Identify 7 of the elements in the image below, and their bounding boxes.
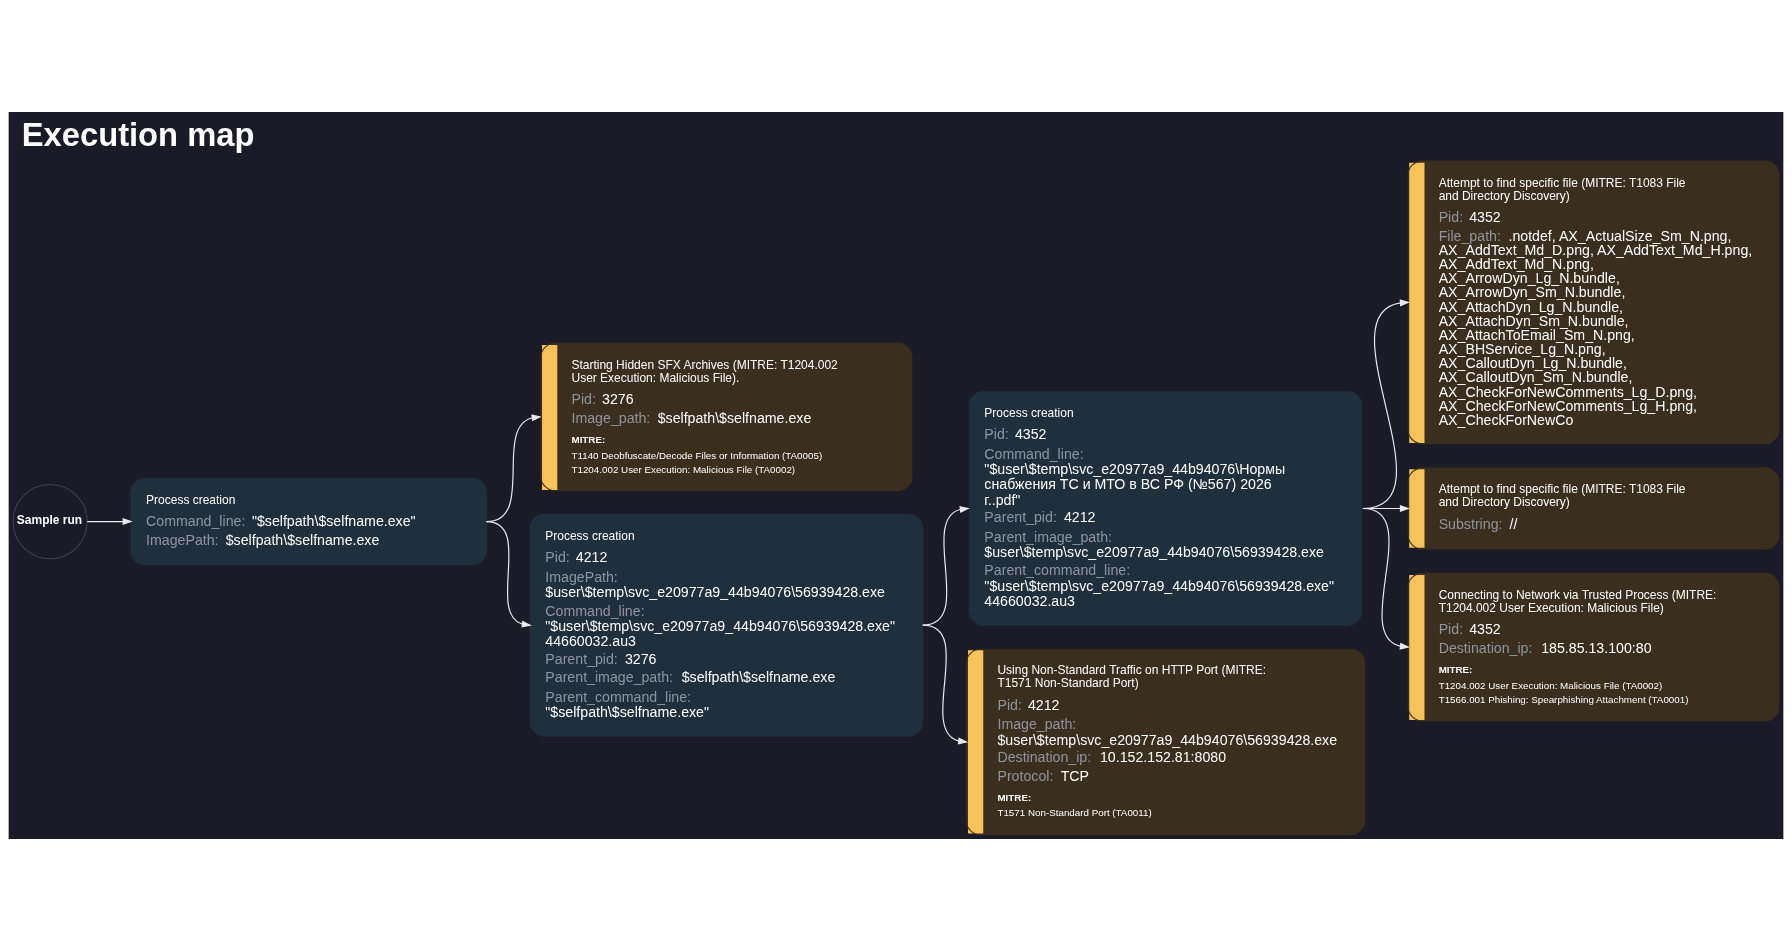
arrow xyxy=(1362,507,1410,650)
arrow xyxy=(86,517,133,525)
arrow xyxy=(485,520,532,628)
diagram-title: Execution map xyxy=(21,115,255,153)
node-circle: Sample run xyxy=(12,483,88,559)
arrow xyxy=(922,505,970,626)
arrow xyxy=(922,624,969,744)
